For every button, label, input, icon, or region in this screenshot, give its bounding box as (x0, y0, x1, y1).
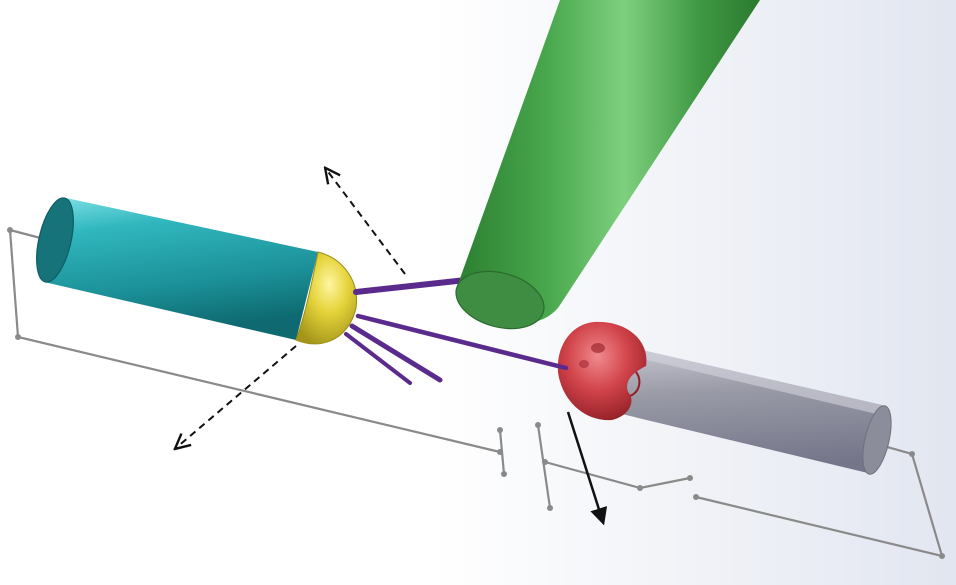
dashed-arrow-down (176, 345, 297, 448)
circuit-nodes (7, 227, 945, 559)
pipette (455, 0, 760, 330)
solid-arrow-down (566, 411, 608, 526)
receiver-cylinder (605, 345, 892, 475)
dashed-arrow-up (326, 169, 406, 275)
tip-cap (295, 251, 358, 345)
receiver-cap (557, 321, 647, 421)
tip-cylinder (36, 197, 318, 340)
nanowires (344, 277, 569, 385)
